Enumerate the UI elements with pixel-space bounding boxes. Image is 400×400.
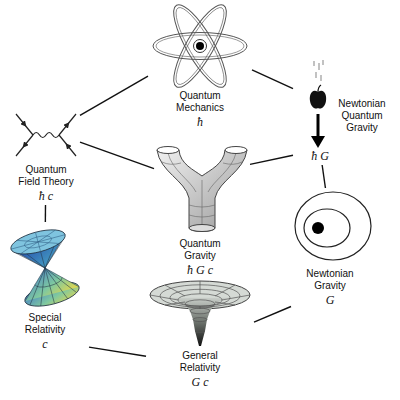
pants-diagram xyxy=(157,147,247,232)
theory-name: Special Relativity xyxy=(9,312,81,336)
connector-line xyxy=(254,307,291,323)
theory-node: Newtonian GravityG xyxy=(291,188,375,309)
constant-symbols: G c xyxy=(165,376,235,389)
constant-symbols: ħ G xyxy=(295,150,345,163)
theory-name: General Relativity xyxy=(165,350,235,374)
gravity-well-illustration xyxy=(150,281,250,346)
theory-name: Quantum Field Theory xyxy=(15,164,77,188)
feynman-diagram xyxy=(16,114,76,156)
connector-line xyxy=(322,165,325,188)
theory-node: General Relativity G c xyxy=(146,278,254,391)
theory-node: Quantum Gravity ħ G c xyxy=(154,142,250,279)
connector-line xyxy=(250,155,293,164)
atom-illustration xyxy=(153,0,247,93)
theory-name: Newtonian Quantum Gravity xyxy=(328,98,396,134)
orbit-illustration xyxy=(295,192,371,260)
constant-symbols: c xyxy=(9,338,81,351)
constant-symbols: G xyxy=(295,294,365,307)
theory-node: Special Relativity c xyxy=(3,222,89,353)
theory-name: Quantum Mechanics xyxy=(160,90,240,114)
constant-symbols: ħ xyxy=(170,116,230,129)
connector-line xyxy=(80,76,148,115)
theory-node: Quantum Mechanics ħ xyxy=(148,0,252,131)
theory-node: Quantum Field Theory ħ c xyxy=(12,108,80,205)
connector-line xyxy=(45,205,47,222)
theory-name: Quantum Gravity xyxy=(170,238,230,262)
connector-line xyxy=(252,70,293,89)
theory-node: Newtonian Quantum Gravity ħ G xyxy=(293,58,398,165)
connector-line xyxy=(89,347,146,356)
light-cone-illustration xyxy=(8,225,81,311)
constant-symbols: ħ c xyxy=(15,190,77,203)
constant-symbols: ħ G c xyxy=(160,264,240,277)
connector-line xyxy=(80,142,154,168)
theory-name: Newtonian Gravity xyxy=(295,268,365,292)
falling-apple-illustration xyxy=(310,60,326,148)
